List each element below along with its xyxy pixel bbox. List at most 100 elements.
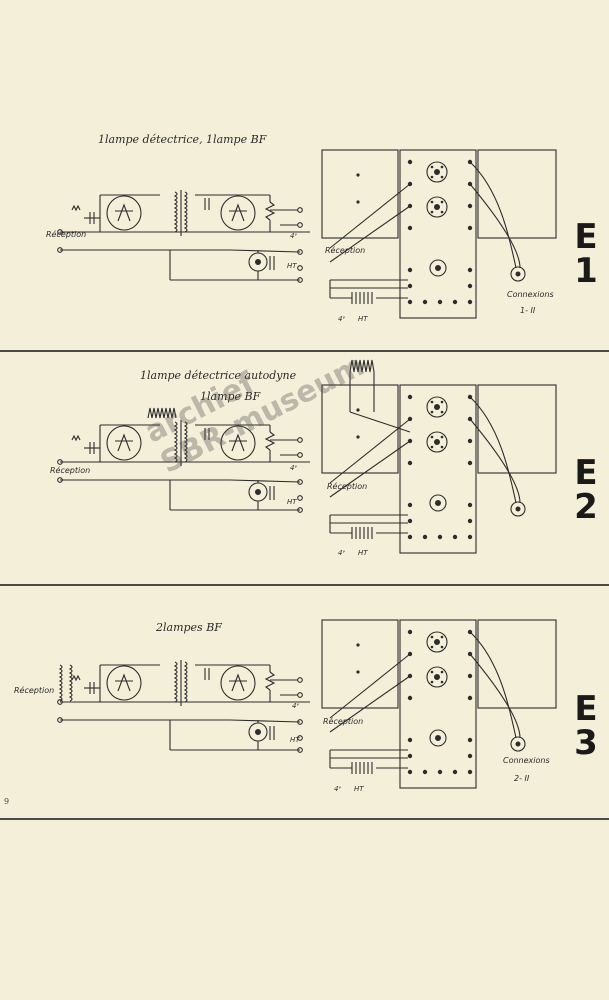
panel-code: E 2 (566, 456, 606, 524)
socket-pin (430, 645, 434, 649)
valve-symbol (106, 425, 142, 461)
valve-filament (231, 203, 245, 222)
panel-e1: 1lampe détectrice, 1lampe BF Réception R… (0, 0, 609, 350)
tuning-knob (435, 500, 441, 506)
wire (469, 183, 521, 269)
voltage-label: 4ᵛ (290, 232, 298, 240)
wire (229, 479, 301, 483)
panel-outline (321, 619, 399, 709)
terminal (467, 460, 473, 466)
socket-pin (440, 635, 444, 639)
terminal (407, 283, 413, 289)
divider-line (0, 818, 609, 820)
divider-line (0, 350, 609, 352)
wire (469, 396, 517, 504)
socket-pin (440, 165, 444, 169)
terminal (297, 735, 303, 741)
resistor-symbol (71, 204, 81, 212)
connector-plug (510, 736, 526, 752)
socket-pin (430, 670, 434, 674)
terminal (467, 502, 473, 508)
socket-pin (430, 680, 434, 684)
socket-pin (440, 400, 444, 404)
tube-socket (434, 169, 440, 175)
resistor-symbol (71, 674, 81, 682)
tuning-knob (435, 265, 441, 271)
terminal (297, 692, 303, 698)
valve-filament (231, 673, 245, 692)
meter-symbol (255, 489, 261, 495)
terminal (297, 677, 303, 683)
tube-socket (426, 396, 448, 418)
battery-label: 4ᵛ (338, 315, 346, 323)
valve-symbol (106, 665, 142, 701)
terminal (467, 753, 473, 759)
terminal (452, 769, 458, 775)
screw (356, 670, 360, 674)
transformer-symbol (183, 421, 188, 463)
panel-caption: 1lampe détectrice autodyne (140, 369, 297, 382)
meter-symbol (255, 729, 261, 735)
transformer-symbol (183, 191, 188, 233)
terminal (407, 534, 413, 540)
valve-symbol (106, 195, 142, 231)
wire (329, 183, 411, 249)
chassis-outline (399, 384, 477, 554)
battery-label: HT (358, 549, 368, 557)
reception-left-label: Réception (46, 230, 87, 239)
code-letter: E (574, 217, 598, 257)
panel-outline (477, 619, 557, 709)
tuning-knob (429, 729, 447, 747)
terminal (467, 267, 473, 273)
terminal (467, 438, 473, 444)
connexions-number: 2- II (514, 774, 530, 783)
socket-pin (430, 165, 434, 169)
screw (356, 173, 360, 177)
terminal (407, 225, 413, 231)
terminal (297, 507, 303, 513)
terminal (452, 534, 458, 540)
terminal (407, 502, 413, 508)
panel-caption: 1lampe BF (200, 390, 261, 403)
socket-pin (440, 200, 444, 204)
terminal (467, 203, 473, 209)
terminal (407, 394, 413, 400)
voltage-label: 4ᵛ (290, 464, 298, 472)
terminal (422, 299, 428, 305)
panel-code: E 3 (566, 692, 606, 760)
socket-pin (430, 445, 434, 449)
connector-plug (515, 741, 521, 747)
terminal (297, 222, 303, 228)
tube-socket (426, 161, 448, 183)
reception-left-label: Réception (14, 686, 55, 695)
valve-filament (117, 673, 131, 692)
terminal (297, 265, 303, 271)
socket-pin (440, 680, 444, 684)
terminal (437, 769, 443, 775)
terminal (57, 459, 63, 465)
input-transformer-symbol (68, 664, 73, 702)
terminal (437, 299, 443, 305)
reception-right-label: Réception (327, 482, 368, 491)
panel-outline (477, 384, 557, 474)
terminal (422, 769, 428, 775)
screw (356, 643, 360, 647)
reaction-coil-symbol (147, 407, 177, 419)
code-number: 1 (574, 251, 598, 291)
terminal (57, 229, 63, 235)
wire (229, 719, 301, 723)
socket-pin (440, 645, 444, 649)
valve-symbol (220, 425, 256, 461)
connector-plug (510, 266, 526, 282)
terminal (467, 518, 473, 524)
code-number: 3 (574, 723, 598, 763)
terminal (467, 225, 473, 231)
resistor-symbol (264, 671, 276, 691)
terminal (297, 495, 303, 501)
code-letter: E (574, 453, 598, 493)
terminal (467, 769, 473, 775)
terminal (297, 437, 303, 443)
tuning-knob (429, 494, 447, 512)
